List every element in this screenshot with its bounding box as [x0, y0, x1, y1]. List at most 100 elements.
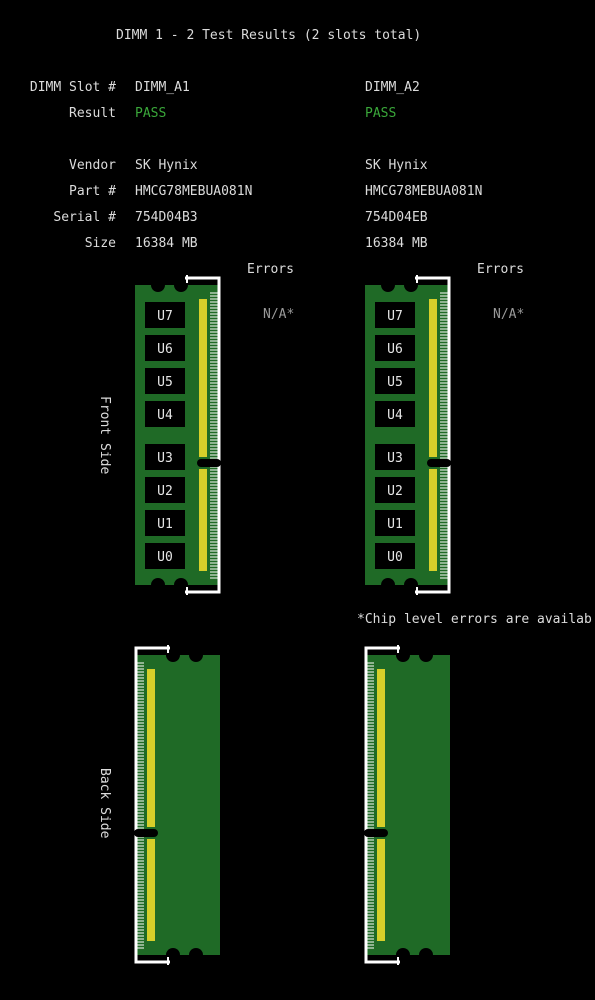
pcb-board [135, 285, 210, 585]
contact-strip [429, 469, 437, 571]
mounting-notch [381, 278, 395, 292]
mounting-notch [151, 578, 165, 592]
chip-label: U0 [387, 550, 403, 565]
mounting-notch [381, 578, 395, 592]
memory-chip [375, 510, 415, 536]
contact-strip [147, 839, 155, 941]
chip-label: U0 [157, 550, 173, 565]
key-notch [364, 829, 388, 837]
contact-strip [147, 669, 155, 827]
dimm-a2-vendor: SK Hynix [365, 158, 428, 173]
contact-strip [377, 669, 385, 827]
chip-label: U7 [387, 309, 403, 324]
chip-label: U4 [387, 408, 403, 423]
pcb-board [145, 655, 220, 955]
memory-chip [145, 401, 185, 427]
mounting-notch [174, 278, 188, 292]
chip-errors-footnote: *Chip level errors are availab [357, 612, 592, 627]
page-title: DIMM 1 - 2 Test Results (2 slots total) [116, 28, 422, 43]
chip-label: U1 [157, 517, 173, 532]
memory-chip [145, 477, 185, 503]
chip-label: U5 [157, 375, 173, 390]
dimm-a1-vendor: SK Hynix [135, 158, 198, 173]
label-part: Part # [69, 184, 116, 199]
dimm-a1-errors-value: N/A* [263, 307, 295, 322]
key-notch [427, 459, 451, 467]
pcb-board [375, 655, 450, 955]
key-notch [134, 829, 158, 837]
chip-label: U5 [387, 375, 403, 390]
dimm-a1-part: HMCG78MEBUA081N [135, 184, 253, 199]
mounting-notch [166, 948, 180, 962]
mounting-notch [189, 948, 203, 962]
dimm-a2-errors-heading: Errors [477, 262, 524, 277]
pcb-board [365, 285, 440, 585]
mounting-notch [419, 648, 433, 662]
memory-chip [375, 543, 415, 569]
label-serial: Serial # [53, 210, 116, 225]
pcb-edge [440, 285, 449, 585]
contact-strip [199, 469, 207, 571]
slot-bracket [185, 276, 221, 594]
mounting-notch [151, 278, 165, 292]
mounting-notch [419, 948, 433, 962]
label-slot: DIMM Slot # [29, 80, 116, 95]
memory-chip [375, 401, 415, 427]
chip-label: U6 [157, 342, 173, 357]
memory-chip [145, 510, 185, 536]
memory-chip [145, 543, 185, 569]
dimm-a1-serial: 754D04B3 [135, 210, 198, 225]
mounting-notch [404, 578, 418, 592]
slot-bracket [415, 276, 451, 594]
chip-label: U7 [157, 309, 173, 324]
memory-chip [375, 444, 415, 470]
dimm-a2-serial: 754D04EB [365, 210, 428, 225]
chip-label: U4 [157, 408, 173, 423]
pcb-edge [210, 285, 219, 585]
memory-chip [145, 335, 185, 361]
memory-chip [375, 477, 415, 503]
chip-label: U3 [387, 451, 403, 466]
label-vendor: Vendor [69, 158, 116, 173]
memory-chip [375, 368, 415, 394]
mounting-notch [166, 648, 180, 662]
chip-label: U6 [387, 342, 403, 357]
dimm-a1-result: PASS [135, 106, 167, 121]
label-result: Result [69, 106, 116, 121]
label-size: Size [84, 236, 116, 251]
dimm-a2-result: PASS [365, 106, 397, 121]
memory-chip [375, 335, 415, 361]
memory-chip [145, 444, 185, 470]
dimm-a1-back [134, 645, 220, 965]
mounting-notch [174, 578, 188, 592]
mounting-notch [189, 648, 203, 662]
slot-bracket [134, 646, 170, 964]
dimm-a1-errors-heading: Errors [247, 262, 294, 277]
mounting-notch [404, 278, 418, 292]
dimm-a1-size: 16384 MB [135, 236, 198, 251]
chip-label: U3 [157, 451, 173, 466]
pcb-edge [366, 655, 375, 955]
dimm-a2-slot: DIMM_A2 [365, 80, 420, 95]
dimm-a2-back [364, 645, 450, 965]
memory-chip [145, 368, 185, 394]
back-side-label: Back Side [97, 768, 112, 839]
key-notch [197, 459, 221, 467]
dimm-a1-slot: DIMM_A1 [135, 80, 190, 95]
contact-strip [429, 299, 437, 457]
chip-label: U1 [387, 517, 403, 532]
dimm-a2-errors-value: N/A* [493, 307, 525, 322]
front-side-label: Front Side [97, 396, 112, 475]
mounting-notch [396, 948, 410, 962]
slot-bracket [364, 646, 400, 964]
dimm-a2-size: 16384 MB [365, 236, 428, 251]
memory-chip [145, 302, 185, 328]
memory-chip [375, 302, 415, 328]
contact-strip [377, 839, 385, 941]
contact-strip [199, 299, 207, 457]
chip-label: U2 [387, 484, 403, 499]
mounting-notch [396, 648, 410, 662]
